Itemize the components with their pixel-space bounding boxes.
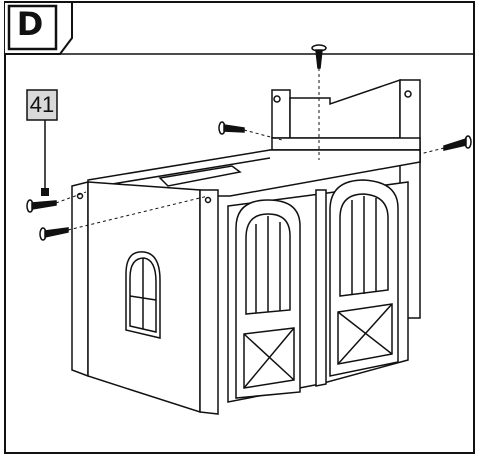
screw-41-lower — [39, 227, 69, 241]
top-rails — [87, 149, 421, 197]
part-number-label: 41 — [29, 92, 55, 117]
step-letter: D — [16, 5, 44, 43]
left-side-wall — [71, 181, 219, 415]
screw-top — [311, 44, 327, 69]
diagram-border — [4, 1, 475, 454]
alignment-lines — [55, 68, 445, 231]
stall-door-right — [319, 179, 409, 385]
step-letter-frame — [7, 4, 58, 51]
screw-right — [443, 135, 472, 151]
screw-left-upper — [218, 121, 245, 135]
screw-41-upper — [26, 199, 57, 213]
stall-door-left — [227, 193, 321, 403]
part-number-tag — [26, 89, 58, 121]
center-post — [315, 189, 327, 387]
side-window — [125, 251, 161, 339]
part-leader-marker — [41, 188, 49, 196]
